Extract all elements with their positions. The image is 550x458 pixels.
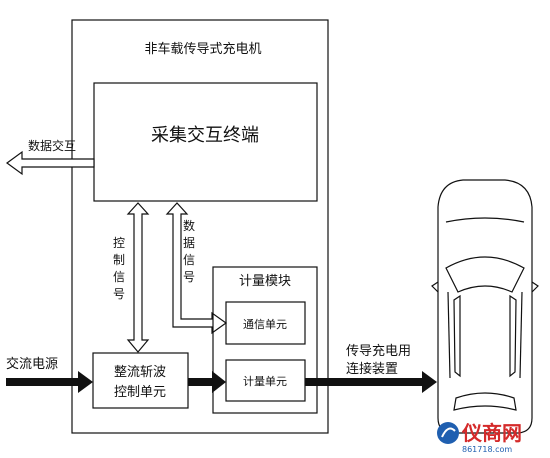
meter-unit-label: 计量单元 xyxy=(243,375,287,388)
data-signal-char: 数 xyxy=(183,218,195,233)
comm-unit-label: 通信单元 xyxy=(243,318,287,331)
data-signal-label: 数 据 信 号 xyxy=(183,218,195,284)
watermark-logo: 仪商网 861718.com xyxy=(437,421,522,454)
watermark-brand: 仪商网 xyxy=(461,421,522,445)
vehicle-right-window xyxy=(509,294,517,378)
terminal-box xyxy=(93,82,318,202)
data-signal-arrow xyxy=(165,202,228,335)
vehicle-rear-window xyxy=(453,392,517,411)
power-to-meter-arrow xyxy=(188,371,226,393)
metering-module-box xyxy=(212,266,318,414)
charger-outer-box xyxy=(71,19,329,434)
vehicle-right-side xyxy=(519,291,523,379)
data-exchange-arrow xyxy=(5,150,95,176)
data-exchange-label: 数据交互 xyxy=(28,138,76,153)
metering-module-title: 计量模块 xyxy=(239,274,291,289)
vehicle-right-mirror xyxy=(531,281,539,293)
control-signal-char: 信 xyxy=(113,270,125,284)
vehicle-left-window xyxy=(453,294,461,378)
control-signal-char: 控 xyxy=(113,236,125,250)
ac-input-arrow xyxy=(6,371,93,393)
control-signal-arrow xyxy=(126,202,150,353)
charger-title: 非车载传导式充电机 xyxy=(144,41,261,57)
ac-source-label: 交流电源 xyxy=(6,356,58,372)
connector-line2: 连接装置 xyxy=(346,361,398,377)
vehicle-windshield xyxy=(445,256,525,293)
rectifier-unit-line2: 控制单元 xyxy=(114,385,166,400)
control-signal-char: 号 xyxy=(113,287,125,301)
control-signal-char: 制 xyxy=(113,253,125,267)
vehicle-left-mirror xyxy=(431,281,439,293)
data-signal-char: 据 xyxy=(183,236,195,250)
comm-unit-box xyxy=(225,301,306,345)
control-signal-label: 控 制 信 号 xyxy=(113,236,125,301)
rectifier-unit-line1: 整流斩波 xyxy=(114,365,166,380)
watermark-emblem-mark xyxy=(441,427,456,438)
watermark-site: 861718.com xyxy=(462,445,512,454)
watermark-emblem-icon xyxy=(437,422,459,444)
vehicle-hood-line xyxy=(445,217,525,223)
vehicle-left-side xyxy=(447,291,451,379)
data-signal-char: 号 xyxy=(183,270,195,284)
power-output-arrow xyxy=(305,371,437,393)
vehicle-top-view xyxy=(431,179,539,434)
terminal-title: 采集交互终端 xyxy=(151,125,259,146)
data-signal-char: 信 xyxy=(183,253,195,267)
connector-line1: 传导充电用 xyxy=(346,343,411,359)
